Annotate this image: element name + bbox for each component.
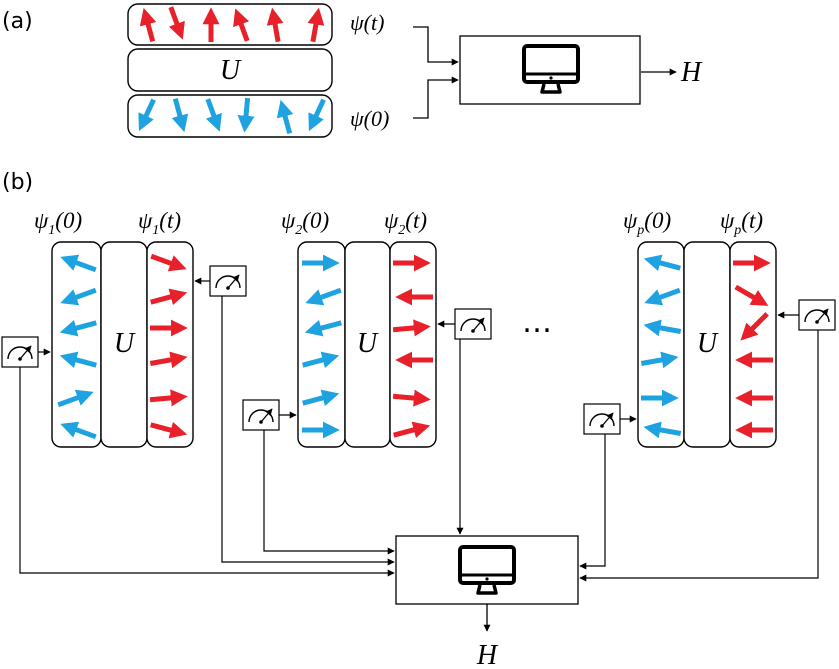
panel-a-input-top-line [413,26,459,66]
panel-a-unitary-box [127,48,333,92]
spin-arrow-initial [60,287,97,306]
route-meter-1-evolved [221,296,395,566]
spin-arrow-initial [138,98,156,132]
spin-arrow-initial [302,351,340,369]
spin-arrow-evolved [392,389,431,407]
system-p-initial-register [637,241,685,448]
computer-monitor-icon [522,44,580,94]
spin-arrow-initial [60,421,97,440]
spin-arrow-initial [643,254,681,272]
measurement-meter-icon [583,403,621,435]
panel-a-spins [138,6,326,135]
system-2-evolved-register [389,241,437,448]
spin-arrow-evolved [168,6,185,40]
system-1-evolved-label: ψ1(t) [138,208,181,238]
spin-arrow-initial [276,99,294,135]
route-meter-1-initial [19,367,395,577]
system-2-evolved-label: ψ2(t) [384,208,427,238]
panel-a-input-bottom-line [413,76,459,119]
spin-arrow-evolved [150,288,188,306]
spin-arrow-initial [57,389,94,408]
spin-arrow-evolved [307,7,325,43]
spin-arrow-initial [643,421,682,439]
panel-a-input-top-label: ψ(t) [350,10,384,35]
spin-arrow-initial [237,97,255,133]
measurement-meter-icon [209,265,247,297]
spin-arrow-initial [60,254,97,273]
measurement-meter-icon [1,336,39,368]
measurement-meter-icon [454,308,492,340]
spin-arrow-evolved [149,351,188,369]
spin-arrow-evolved [150,253,187,272]
spin-arrow-initial [302,389,340,407]
spin-arrow-evolved [150,421,188,439]
system-1-initial-label: ψ1(0) [34,208,82,238]
spin-arrow-evolved [233,8,250,42]
measurement-meter-icon [798,299,836,331]
spin-arrow-initial [205,98,222,132]
spin-arrow-initial [643,319,682,337]
spin-arrow-initial [171,97,189,133]
system-p-evolved-register [729,241,777,448]
spin-arrow-initial [640,351,679,369]
spin-arrow-evolved [734,284,769,306]
spin-arrow-initial [304,319,342,337]
spin-arrow-evolved [266,7,284,43]
system-p-initial-label: ψp(0) [623,208,671,238]
spin-arrow-evolved [740,312,769,341]
panel-b-spins [57,253,773,440]
system-p-unitary-label: U [697,328,719,359]
system-p-evolved-label: ψp(t) [720,208,763,238]
system-2-unitary-label: U [357,328,379,359]
system-2-initial-label: ψ2(0) [281,208,329,238]
spin-arrow-evolved [392,319,431,337]
measurement-meter-icon [242,399,280,431]
panel-b-output-label: H [476,640,499,669]
ellipsis: … [522,305,552,340]
system-1-evolved-register [146,241,194,448]
spin-arrow-initial [644,287,681,306]
panel-a-top-register [127,3,333,46]
route-meter-p-evolved [579,330,819,582]
system-2-initial-register [297,241,346,448]
panel-a-output-label: H [680,57,703,88]
route-meter-2-initial [263,430,395,555]
system-1-initial-register [51,241,102,448]
spin-arrow-initial [59,319,97,337]
system-1-unitary-label: U [114,328,136,359]
panel-a-label: (a) [2,9,33,34]
panel-a-input-bottom-label: ψ(0) [350,106,389,131]
spin-arrow-evolved [393,421,431,439]
panel-a-unitary-label: U [220,55,242,86]
panel-b-label: (b) [2,170,33,195]
spin-arrow-initial [308,98,326,132]
spin-arrow-initial [59,351,97,369]
route-meter-p-initial [579,434,606,570]
spin-arrow-evolved [139,7,157,43]
spin-arrow-evolved [149,389,188,407]
spin-arrow-initial [305,287,342,306]
panel-a-bottom-register [127,94,333,138]
computer-monitor-icon [458,545,516,595]
